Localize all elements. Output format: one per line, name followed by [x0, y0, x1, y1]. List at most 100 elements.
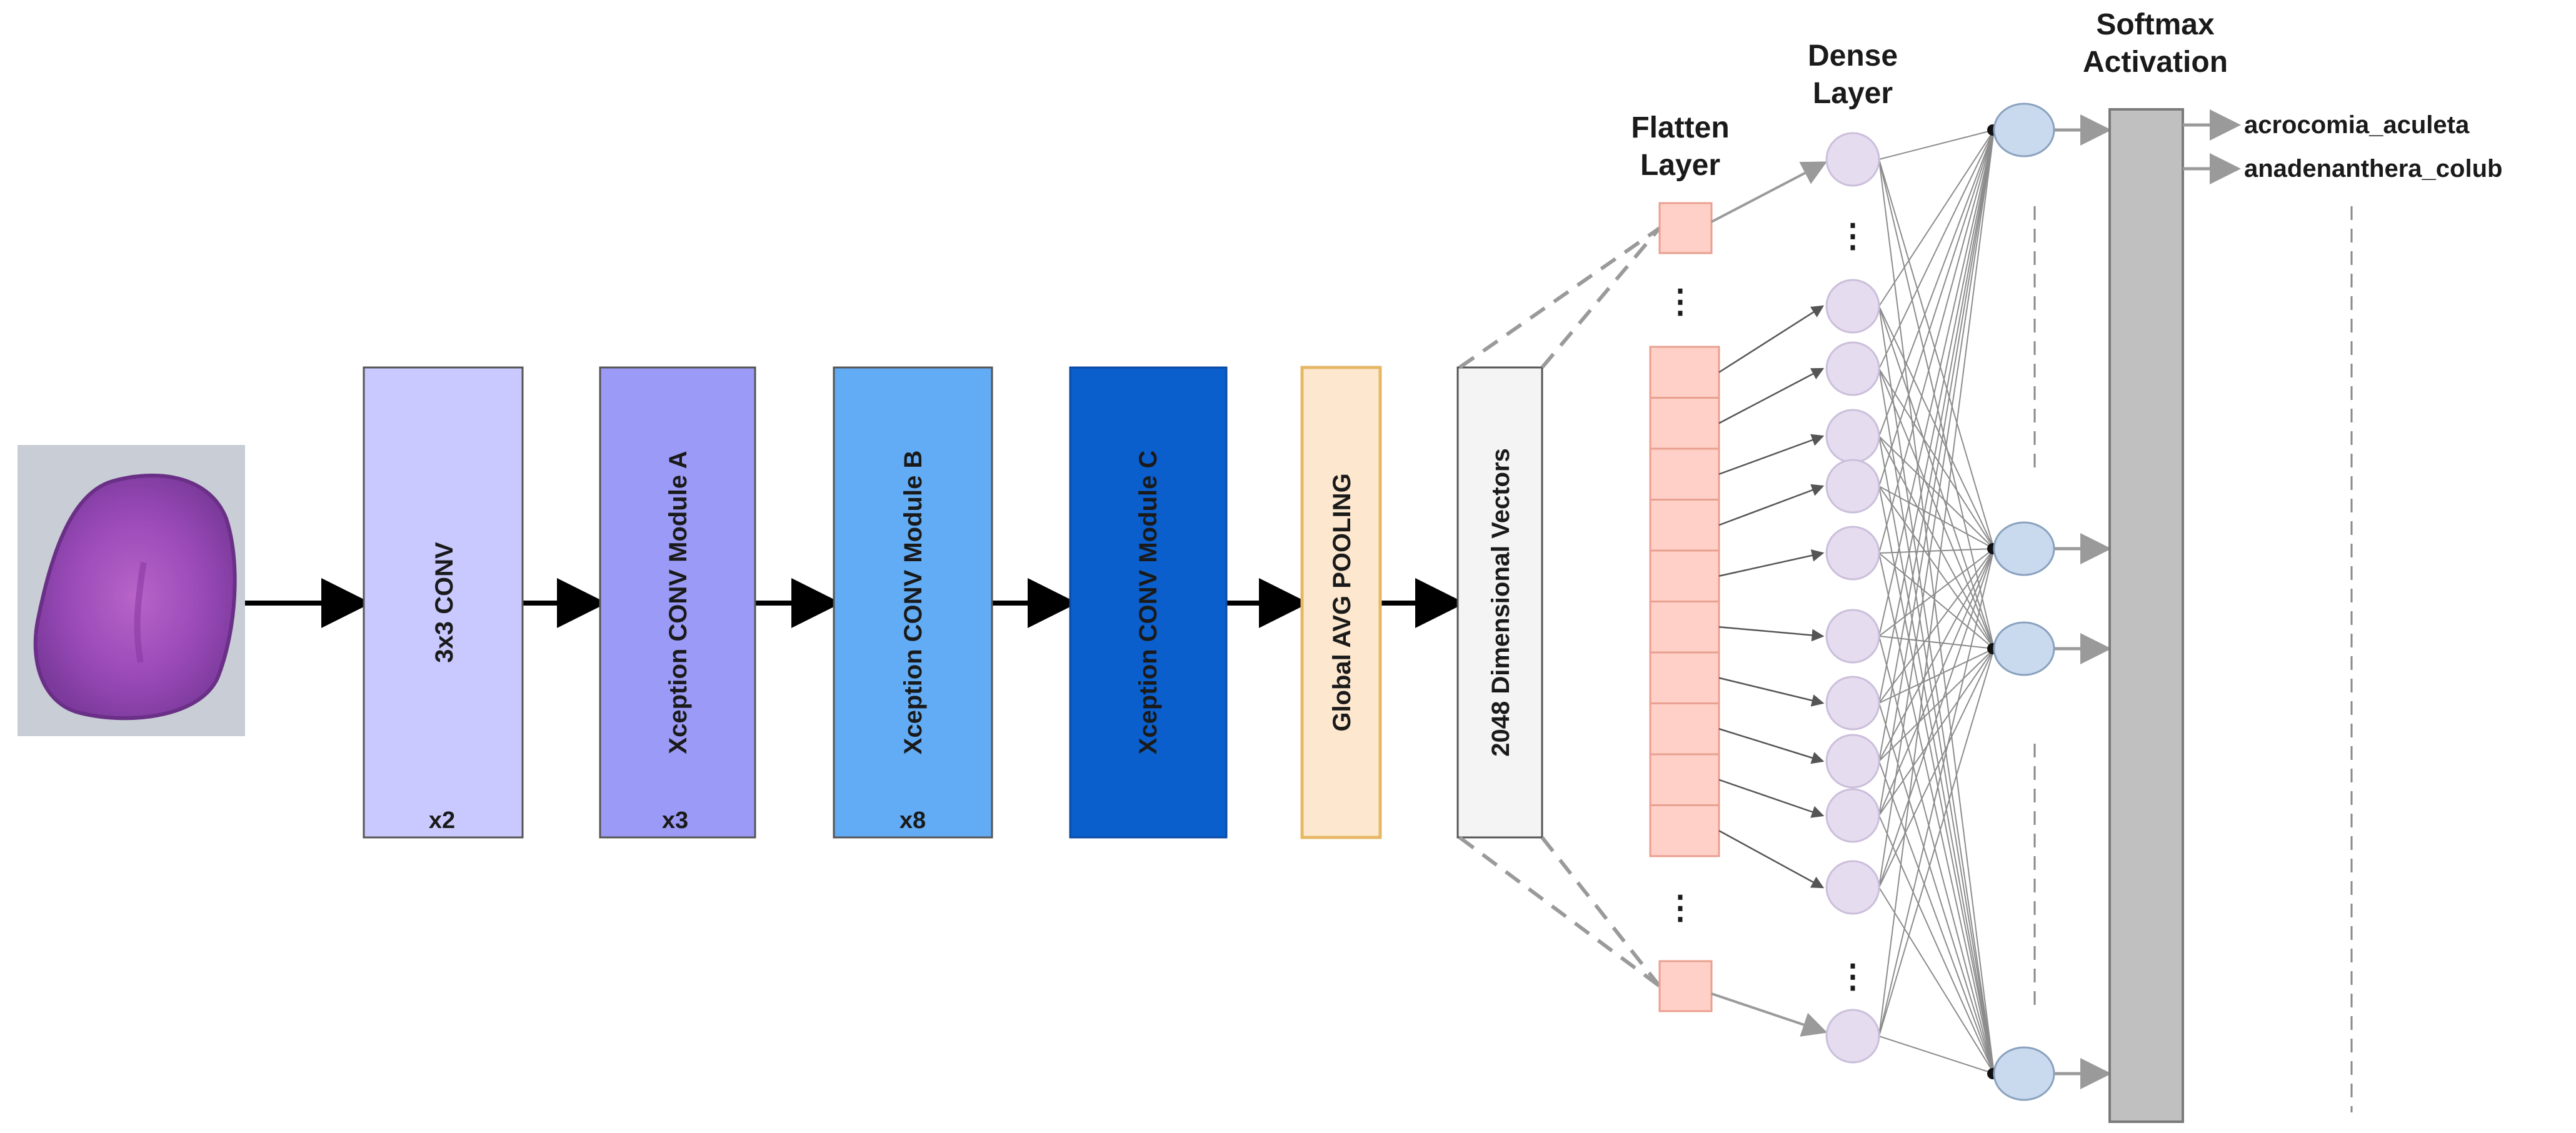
dense-ellipsis-bottom: ⋮ — [1837, 959, 1869, 995]
dense-to-output-line — [1878, 129, 1995, 637]
output-node — [1993, 102, 2055, 157]
projection-line-bottom-right — [1540, 836, 1661, 987]
block-pooling-box — [1300, 366, 1382, 839]
dense-to-output-line — [1878, 129, 1995, 762]
dense-to-output-line — [1878, 159, 1995, 1074]
block-module-b-box — [833, 366, 993, 839]
dense-to-output-line — [1878, 436, 1995, 549]
dense-to-output-line — [1878, 548, 1995, 704]
flatten-top-to-dense-line — [1711, 161, 1828, 223]
flatten-cell — [1649, 601, 1720, 654]
flatten-cell — [1649, 346, 1720, 399]
dense-to-output-line — [1878, 648, 1995, 762]
projection-line-top-left — [1458, 226, 1661, 369]
flatten-to-dense-line — [1718, 728, 1825, 764]
dense-to-output-line — [1878, 552, 1995, 1074]
dense-node — [1825, 676, 1880, 731]
dense-to-output-line — [1878, 129, 1995, 816]
dense-to-output-line — [1878, 552, 1995, 649]
softmax-title-line1: Softmax — [2096, 8, 2215, 41]
dense-to-output-line — [1878, 486, 1995, 1074]
flatten-cell — [1649, 702, 1720, 756]
dense-to-output-line — [1878, 159, 1995, 549]
block-3x3-conv-repeat: x2 — [429, 807, 455, 834]
flatten-layer-title-line1: Flatten — [1631, 111, 1729, 144]
dense-to-output-line — [1878, 887, 1995, 1074]
dense-node — [1825, 132, 1880, 187]
flatten-ellipsis-top: ⋮ — [1664, 284, 1696, 320]
dense-to-output-line — [1878, 548, 1995, 1037]
dense-to-output-line — [1878, 548, 1995, 554]
block-2048-vectors: 2048 Dimensional Vectors — [1456, 366, 1543, 839]
dense-to-output-line — [1878, 129, 1995, 160]
block-module-a-label: Xception CONV Module A — [664, 451, 692, 754]
block-module-a: Xception CONV Module A x3 — [599, 366, 756, 839]
output-node — [1993, 521, 2055, 576]
dense-node — [1825, 788, 1880, 843]
block-module-a-repeat: x3 — [662, 807, 688, 834]
flatten-to-dense-line — [1718, 677, 1825, 707]
flatten-to-dense-line — [1718, 549, 1825, 577]
flatten-cell — [1649, 549, 1720, 602]
dense-to-output-line — [1878, 159, 1995, 649]
dense-to-output-line — [1878, 129, 1995, 369]
flatten-cell — [1649, 753, 1720, 806]
block-3x3-conv: 3x3 CONV x2 — [363, 366, 524, 839]
block-3x3-conv-box — [363, 366, 524, 839]
flatten-cell-top — [1658, 202, 1713, 254]
dense-to-output-line — [1878, 486, 1995, 549]
flatten-cell — [1649, 397, 1720, 450]
dense-to-output-line — [1878, 129, 1995, 487]
flatten-cell — [1649, 447, 1720, 501]
dense-node — [1825, 341, 1880, 396]
block-global-avg-pooling: Global AVG POOLING — [1300, 366, 1382, 839]
flatten-to-dense-line — [1718, 484, 1825, 526]
dense-to-output-line — [1878, 648, 1995, 704]
flatten-cell-bottom — [1658, 960, 1713, 1012]
dense-to-output-line — [1878, 636, 1995, 649]
dense-to-output-line — [1878, 306, 1995, 549]
dense-to-output-line — [1878, 129, 1995, 1037]
dense-to-output-line — [1878, 1036, 1995, 1074]
dense-to-output-line — [1878, 368, 1995, 1074]
layer-headings: Flatten Layer Dense Layer Softmax Activa… — [1631, 8, 2228, 182]
connection-lines — [1711, 114, 2112, 1089]
dense-to-output-line — [1878, 129, 1995, 704]
pollen-grain — [33, 473, 237, 721]
dense-node — [1825, 860, 1880, 915]
block-module-c-label: Xception CONV Module C — [1135, 451, 1162, 755]
dense-to-output-line — [1878, 761, 1995, 1074]
dense-node — [1825, 459, 1880, 514]
softmax-title-line2: Activation — [2083, 46, 2228, 79]
projection-lines — [1458, 226, 1661, 988]
dense-layer — [1825, 132, 1880, 1064]
flatten-to-dense-line — [1718, 434, 1825, 475]
block-module-b-repeat: x8 — [900, 807, 926, 834]
dense-to-output-line — [1878, 548, 1995, 637]
flatten-to-dense-line — [1718, 305, 1825, 373]
flatten-bottom-to-dense-line — [1711, 992, 1828, 1037]
class-label-2: anadenanthera_colub — [2244, 155, 2502, 182]
dense-to-output-line — [1878, 548, 1995, 888]
dense-to-output-line — [1878, 129, 1995, 554]
dense-to-output-line — [1878, 636, 1995, 1074]
dense-to-output-line — [1878, 548, 1995, 762]
dense-layer-title-line1: Dense — [1808, 39, 1898, 72]
class-outputs: acrocomia_aculeta anadenanthera_colub — [2183, 109, 2502, 1112]
dense-node — [1825, 526, 1880, 581]
dense-node — [1825, 409, 1880, 464]
dense-to-output-line — [1878, 648, 1995, 888]
flatten-to-dense-line — [1718, 367, 1825, 424]
input-image — [18, 445, 245, 736]
flatten-cell — [1649, 651, 1720, 704]
dense-to-output-line — [1878, 648, 1995, 1037]
block-module-a-box — [599, 366, 756, 839]
block-module-c: Xception CONV Module C — [1069, 366, 1228, 839]
dense-node — [1825, 1009, 1880, 1064]
output-node — [1993, 621, 2055, 676]
dense-to-output-line — [1878, 436, 1995, 1074]
dense-to-output-line — [1878, 129, 1995, 888]
class-label-1: acrocomia_aculeta — [2244, 111, 2470, 139]
